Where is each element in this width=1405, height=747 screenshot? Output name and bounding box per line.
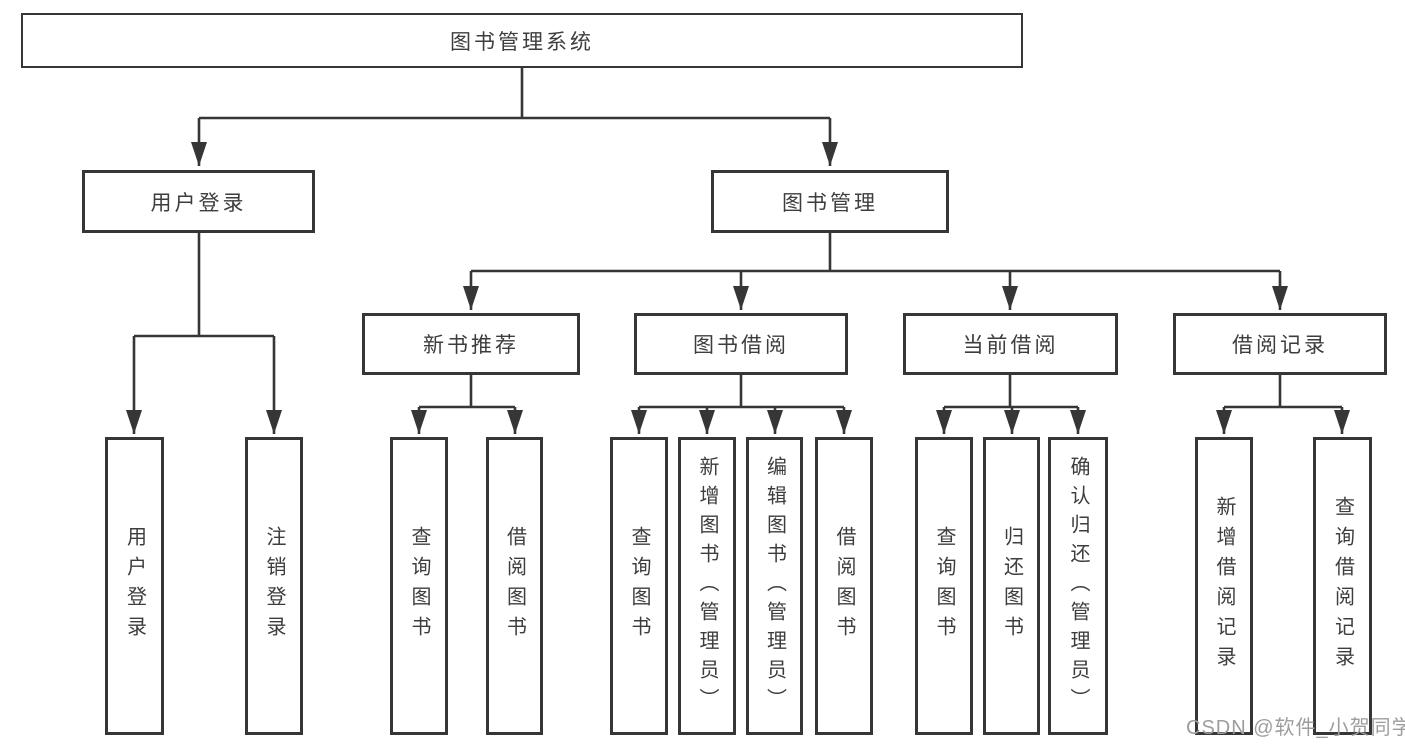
node-leaf-return-books: 归还图书	[983, 437, 1040, 735]
node-user-login-branch-label: 用户登录	[150, 191, 247, 215]
node-book-borrow-label: 图书借阅	[693, 334, 789, 357]
node-leaf-recommend-borrow-books-label: 借阅图书	[503, 526, 526, 646]
node-leaf-current-query-books: 查询图书	[915, 437, 973, 735]
node-root-system: 图书管理系统	[21, 13, 1023, 68]
node-leaf-borrow-books: 借阅图书	[815, 437, 873, 735]
node-leaf-borrow-query-books-label: 查询图书	[628, 526, 650, 646]
node-user-login-branch: 用户登录	[82, 170, 315, 233]
node-leaf-add-borrow-record-label: 新增借阅记录	[1213, 496, 1235, 676]
node-leaf-add-books-admin-label: 新增图书（管理员）	[696, 455, 718, 717]
node-leaf-recommend-borrow-books: 借阅图书	[486, 437, 543, 735]
node-leaf-user-login: 用户登录	[105, 437, 164, 735]
node-leaf-query-borrow-record-label: 查询借阅记录	[1331, 496, 1354, 676]
node-leaf-recommend-query-books-label: 查询图书	[408, 526, 430, 646]
node-new-book-recommend: 新书推荐	[362, 313, 580, 375]
node-leaf-add-borrow-record: 新增借阅记录	[1195, 437, 1253, 735]
node-new-book-recommend-label: 新书推荐	[423, 334, 519, 357]
node-leaf-confirm-return-admin: 确认归还（管理员）	[1048, 437, 1108, 735]
node-book-management-branch: 图书管理	[711, 170, 949, 233]
node-leaf-borrow-books-label: 借阅图书	[833, 526, 855, 646]
node-book-borrow: 图书借阅	[634, 313, 848, 375]
node-leaf-query-borrow-record: 查询借阅记录	[1313, 437, 1372, 735]
node-leaf-user-login-label: 用户登录	[123, 526, 146, 646]
node-leaf-current-query-books-label: 查询图书	[933, 526, 955, 646]
node-leaf-confirm-return-admin-label: 确认归还（管理员）	[1067, 455, 1089, 717]
node-leaf-logout-label: 注销登录	[263, 526, 285, 646]
node-current-borrow-label: 当前借阅	[962, 334, 1059, 357]
node-leaf-edit-books-admin-label: 编辑图书（管理员）	[763, 455, 786, 717]
node-current-borrow: 当前借阅	[903, 313, 1118, 375]
node-leaf-logout: 注销登录	[245, 437, 303, 735]
node-leaf-edit-books-admin: 编辑图书（管理员）	[746, 437, 803, 735]
node-leaf-recommend-query-books: 查询图书	[390, 437, 448, 735]
node-leaf-return-books-label: 归还图书	[1000, 526, 1023, 646]
csdn-watermark: CSDN @软件_小贺同学	[1186, 717, 1405, 739]
node-leaf-borrow-query-books: 查询图书	[610, 437, 668, 735]
node-root-label: 图书管理系统	[450, 30, 594, 54]
node-leaf-add-books-admin: 新增图书（管理员）	[678, 437, 736, 735]
node-borrow-records-label: 借阅记录	[1232, 334, 1328, 357]
node-book-management-branch-label: 图书管理	[782, 191, 878, 215]
node-borrow-records: 借阅记录	[1173, 313, 1387, 375]
